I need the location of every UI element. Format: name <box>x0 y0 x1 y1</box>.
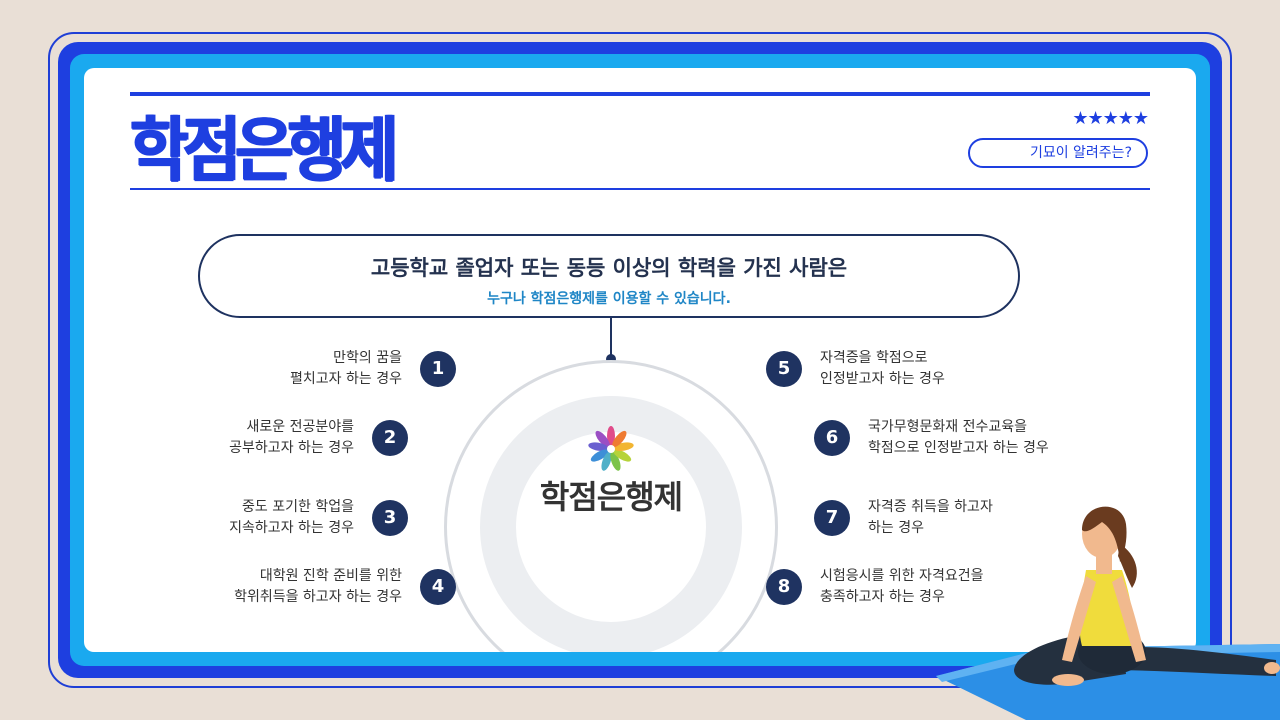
top-rule <box>130 92 1150 96</box>
credit-bank-logo-icon <box>588 426 634 471</box>
connector-dot <box>606 354 616 364</box>
item-number-badge: 6 <box>814 420 850 456</box>
callout-main-text: 고등학교 졸업자 또는 동등 이상의 학력을 가진 사람은 <box>370 256 848 280</box>
content-card: 학점은행제 ★★★★★ 기묘이 알려주는? 고등학교 졸업자 또는 동등 이상의… <box>84 68 1196 652</box>
item-number-badge: 4 <box>420 569 456 605</box>
item-number-badge: 5 <box>766 351 802 387</box>
item-number-badge: 8 <box>766 569 802 605</box>
item-number-badge: 3 <box>372 500 408 536</box>
subtitle-pill: 기묘이 알려주는? <box>968 138 1148 168</box>
outer-frame <box>48 32 1232 688</box>
page-title: 학점은행제 <box>130 109 398 191</box>
callout-sub-text: 누구나 학점은행제를 이용할 수 있습니다. <box>487 291 731 307</box>
eligibility-callout: 고등학교 졸업자 또는 동등 이상의 학력을 가진 사람은 누구나 학점은행제를… <box>198 234 1020 318</box>
rating-stars: ★★★★★ <box>1072 108 1149 129</box>
item-number-badge: 1 <box>420 351 456 387</box>
item-number-badge: 2 <box>372 420 408 456</box>
connector-line <box>610 318 612 356</box>
item-number-badge: 7 <box>814 500 850 536</box>
header-divider <box>130 188 1150 190</box>
yoga-woman-illustration <box>936 506 1280 720</box>
center-logo-text: 학점은행제 <box>539 478 683 516</box>
